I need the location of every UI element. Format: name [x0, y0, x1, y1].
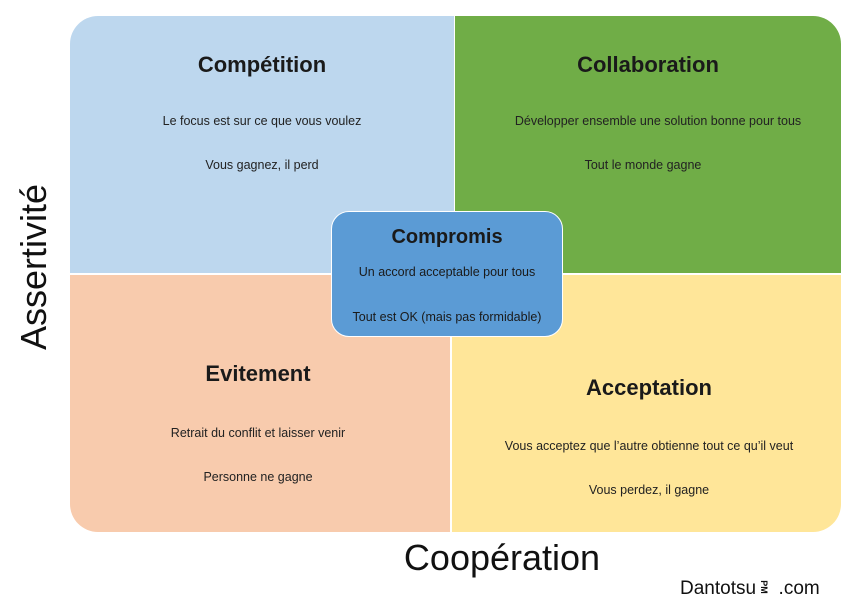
- logo-sub: PM: [758, 580, 769, 594]
- center-title-compromis: Compromis: [391, 226, 503, 248]
- quadrant-outcome-competition: Vous gagnez, il perd: [205, 158, 319, 172]
- center-outcome-compromis: Tout est OK (mais pas formidable): [352, 310, 542, 324]
- logo-name: Dantotsu: [680, 578, 757, 599]
- quadrant-title-acceptation: Acceptation: [586, 375, 712, 400]
- quadrant-outcome-evitement: Personne ne gagne: [203, 470, 313, 484]
- dantotsu-logo: Dantotsu PM .com: [680, 578, 820, 602]
- quadrant-description-acceptation: Vous acceptez que l’autre obtienne tout …: [504, 439, 794, 453]
- quadrant-title-competition: Compétition: [197, 52, 327, 77]
- quadrant-competition: Compétition Le focus est sur ce que vous…: [70, 16, 454, 273]
- quadrant-outcome-acceptation: Vous perdez, il gagne: [588, 483, 710, 497]
- quadrant-title-collaboration: Collaboration: [577, 52, 719, 77]
- quadrant-outcome-collaboration: Tout le monde gagne: [584, 158, 702, 172]
- quadrant-description-competition: Le focus est sur ce que vous voulez: [162, 114, 362, 128]
- center-box-compromis: Compromis Un accord acceptable pour tous…: [331, 211, 563, 337]
- x-axis-label: Coopération: [403, 537, 601, 578]
- y-axis-label: Assertivité: [13, 183, 54, 351]
- logo-suffix: .com: [778, 578, 820, 599]
- center-description-compromis: Un accord acceptable pour tous: [358, 265, 536, 279]
- quadrant-description-collaboration: Développer ensemble une solution bonne p…: [514, 114, 802, 128]
- quadrant-title-evitement: Evitement: [205, 361, 311, 386]
- quadrant-description-evitement: Retrait du conflit et laisser venir: [170, 426, 346, 440]
